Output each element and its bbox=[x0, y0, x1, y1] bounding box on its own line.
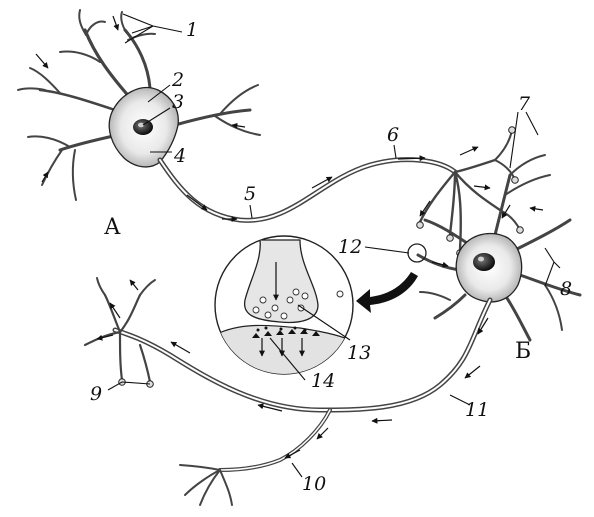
label-10: 10 bbox=[302, 473, 326, 495]
label-7: 7 bbox=[518, 93, 531, 115]
magnify-arrow bbox=[356, 272, 418, 313]
neuron-b-nucleus bbox=[473, 253, 495, 271]
label-11: 11 bbox=[465, 399, 489, 421]
label-14: 14 bbox=[311, 370, 335, 392]
label-8: 8 bbox=[560, 278, 572, 300]
neuron-a-label: А bbox=[104, 215, 121, 240]
label-5: 5 bbox=[244, 183, 256, 205]
label-3: 3 bbox=[172, 91, 184, 113]
label-13: 13 bbox=[347, 342, 371, 364]
axon-b-terminals-left bbox=[85, 278, 155, 387]
synapse-detail bbox=[210, 236, 426, 380]
label-9: 9 bbox=[90, 383, 102, 405]
label-2: 2 bbox=[171, 69, 184, 91]
label-12: 12 bbox=[338, 236, 362, 258]
neuron-b bbox=[418, 155, 580, 340]
neuron-a-nucleus bbox=[133, 119, 153, 135]
label-6: 6 bbox=[387, 124, 399, 146]
synapse-locator-circle bbox=[408, 244, 426, 262]
label-4: 4 bbox=[173, 145, 186, 167]
neuron-b-label: Б bbox=[515, 339, 531, 364]
neuron-a bbox=[18, 10, 260, 200]
label-1: 1 bbox=[186, 19, 198, 41]
